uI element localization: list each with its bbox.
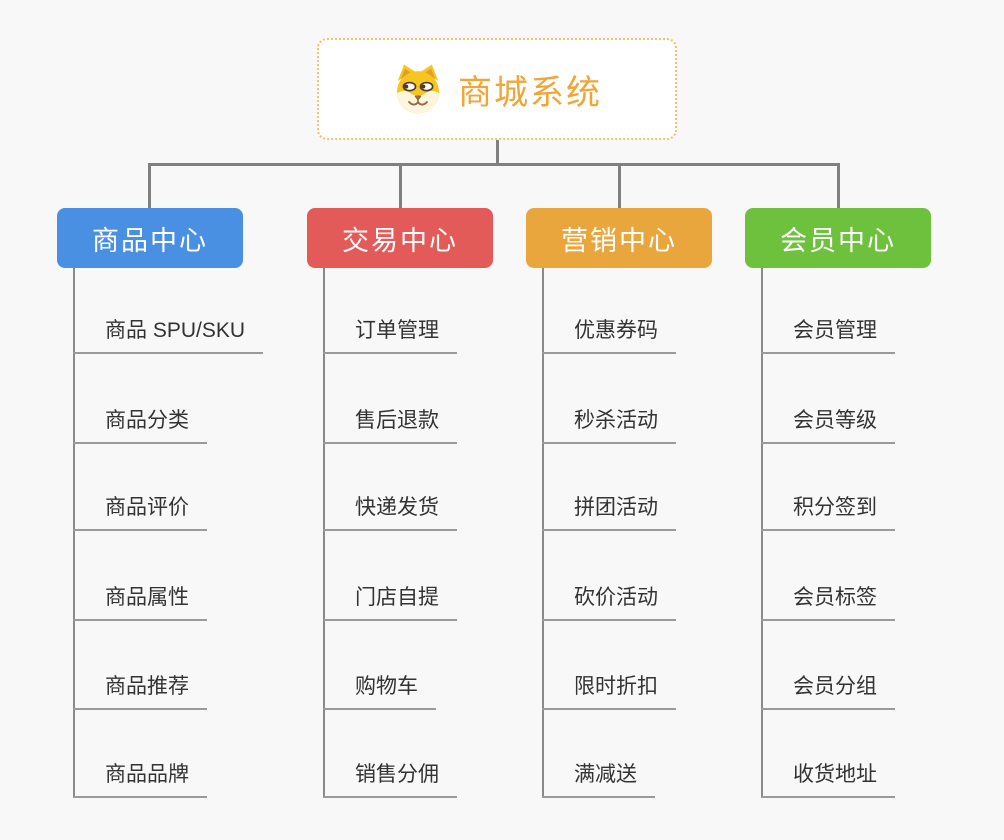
mindmap-node[interactable]: 商品属性 bbox=[73, 583, 207, 621]
branch-line bbox=[73, 268, 75, 798]
connector-stub-trade bbox=[399, 163, 402, 208]
mindmap-node[interactable]: 商品推荐 bbox=[73, 672, 207, 710]
mindmap-node[interactable]: 商品分类 bbox=[73, 406, 207, 444]
mindmap-node[interactable]: 收货地址 bbox=[761, 760, 895, 798]
root-node[interactable]: 商城系统 bbox=[317, 38, 677, 140]
connector-root-stub bbox=[496, 140, 499, 164]
mindmap-node[interactable]: 积分签到 bbox=[761, 493, 895, 531]
mindmap-node[interactable]: 售后退款 bbox=[323, 406, 457, 444]
mindmap-node[interactable]: 商品品牌 bbox=[73, 760, 207, 798]
mindmap-node[interactable]: 商品 SPU/SKU bbox=[73, 316, 264, 354]
mindmap-node[interactable]: 优惠券码 bbox=[542, 316, 676, 354]
mindmap-node[interactable]: 销售分佣 bbox=[323, 760, 457, 798]
mindmap-node[interactable]: 会员标签 bbox=[761, 583, 895, 621]
branch-member-center: 会员中心 会员管理 会员等级 积分签到 会员标签 会员分组 收货地址 bbox=[745, 208, 995, 808]
mindmap-node[interactable]: 快递发货 bbox=[323, 493, 457, 531]
branch-header-marketing-center[interactable]: 营销中心 bbox=[526, 208, 712, 268]
mindmap-node[interactable]: 会员等级 bbox=[761, 406, 895, 444]
connector-stub-member bbox=[837, 163, 840, 208]
branch-product-center: 商品中心 商品 SPU/SKU 商品分类 商品评价 商品属性 商品推荐 商品品牌 bbox=[57, 208, 307, 808]
connector-stub-marketing bbox=[618, 163, 621, 208]
mindmap-node[interactable]: 购物车 bbox=[323, 672, 436, 710]
mindmap-node[interactable]: 限时折扣 bbox=[542, 672, 676, 710]
branch-header-trade-center[interactable]: 交易中心 bbox=[307, 208, 493, 268]
mindmap-node[interactable]: 门店自提 bbox=[323, 583, 457, 621]
dog-face-icon bbox=[392, 63, 444, 115]
mindmap-node[interactable]: 砍价活动 bbox=[542, 583, 676, 621]
branch-header-member-center[interactable]: 会员中心 bbox=[745, 208, 931, 268]
mindmap-node[interactable]: 会员管理 bbox=[761, 316, 895, 354]
branch-line bbox=[761, 268, 763, 798]
mindmap-node[interactable]: 拼团活动 bbox=[542, 493, 676, 531]
mindmap-node[interactable]: 会员分组 bbox=[761, 672, 895, 710]
mindmap-node[interactable]: 秒杀活动 bbox=[542, 406, 676, 444]
branch-line bbox=[542, 268, 544, 798]
connector-bus-line bbox=[149, 163, 840, 166]
mindmap-node[interactable]: 订单管理 bbox=[323, 316, 457, 354]
branch-header-product-center[interactable]: 商品中心 bbox=[57, 208, 243, 268]
branch-line bbox=[323, 268, 325, 798]
connector-stub-product bbox=[148, 163, 151, 208]
branch-marketing-center: 营销中心 优惠券码 秒杀活动 拼团活动 砍价活动 限时折扣 满减送 bbox=[526, 208, 776, 808]
mindmap-node[interactable]: 满减送 bbox=[542, 760, 655, 798]
mindmap-node[interactable]: 商品评价 bbox=[73, 493, 207, 531]
root-title: 商城系统 bbox=[458, 73, 602, 112]
branch-trade-center: 交易中心 订单管理 售后退款 快递发货 门店自提 购物车 销售分佣 bbox=[307, 208, 557, 808]
